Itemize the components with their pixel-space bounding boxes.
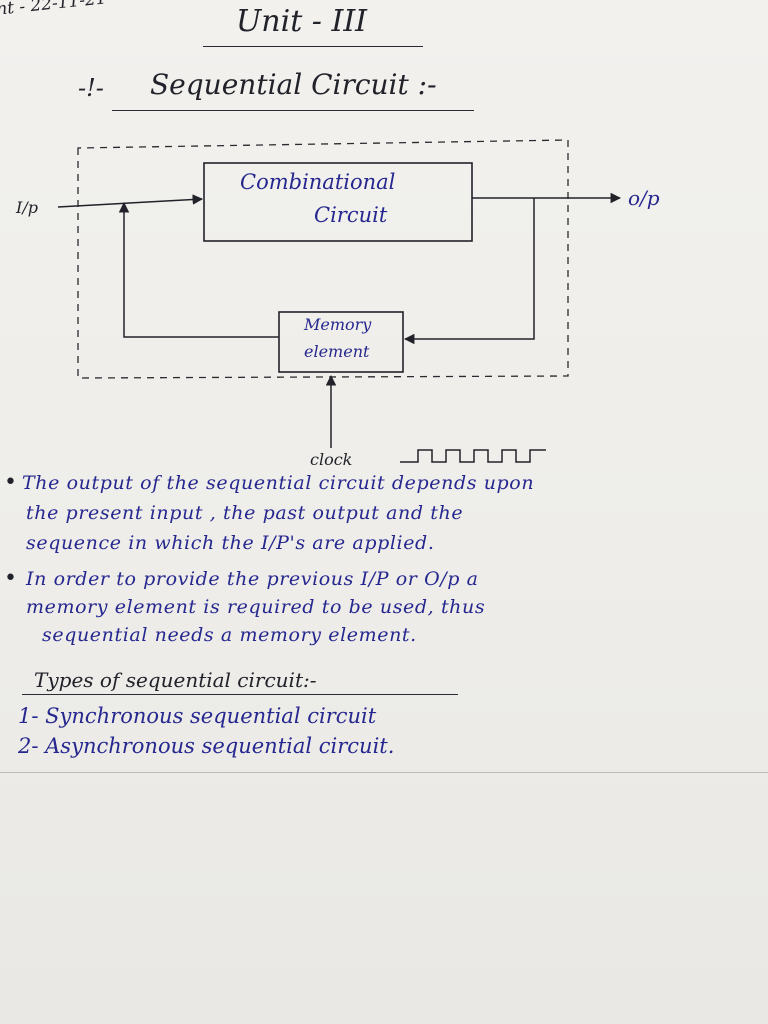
type-item-2: 2- Asynchronous sequential circuit. [18,734,395,758]
title-underline [112,110,474,112]
output-label: o/p [628,186,660,210]
combinational-label-line2: Circuit [314,203,388,227]
input-wire [57,194,204,208]
bullet-2-marker: • [4,566,17,591]
sequential-circuit-diagram [57,139,622,463]
type-item-1: 1- Synchronous sequential circuit [18,704,377,728]
memory-label-line2: element [304,342,370,361]
page-title: Sequential Circuit :- [150,68,437,101]
clock-label: clock [310,450,353,469]
feedback-wire [403,198,535,345]
bullet-2-line-1: In order to provide the previous I/P or … [26,568,479,590]
page-divider [0,772,768,773]
dash-marker: -!- [78,74,104,102]
bullet-1-marker: • [4,470,17,495]
memory-label-line1: Memory [304,315,372,334]
dashed-boundary [77,139,569,379]
types-underline [22,694,458,696]
combinational-box [203,162,473,242]
bullet-1-line-3: sequence in which the I/P's are applied. [26,532,435,554]
types-heading: Types of sequential circuit:- [34,668,317,692]
bullet-1-line-1: The output of the sequential circuit dep… [22,472,535,494]
unit-underline [203,46,423,48]
bullet-2-line-2: memory element is required to be used, t… [26,596,486,618]
input-label: I/p [16,198,38,217]
bullet-1-line-2: the present input , the past output and … [26,502,464,524]
return-wire [118,201,279,338]
memory-box [278,311,404,373]
clock-waveform [400,449,546,463]
combinational-label-line1: Combinational [240,170,396,194]
bullet-2-line-3: sequential needs a memory element. [42,624,417,646]
unit-heading: Unit - III [236,4,368,39]
